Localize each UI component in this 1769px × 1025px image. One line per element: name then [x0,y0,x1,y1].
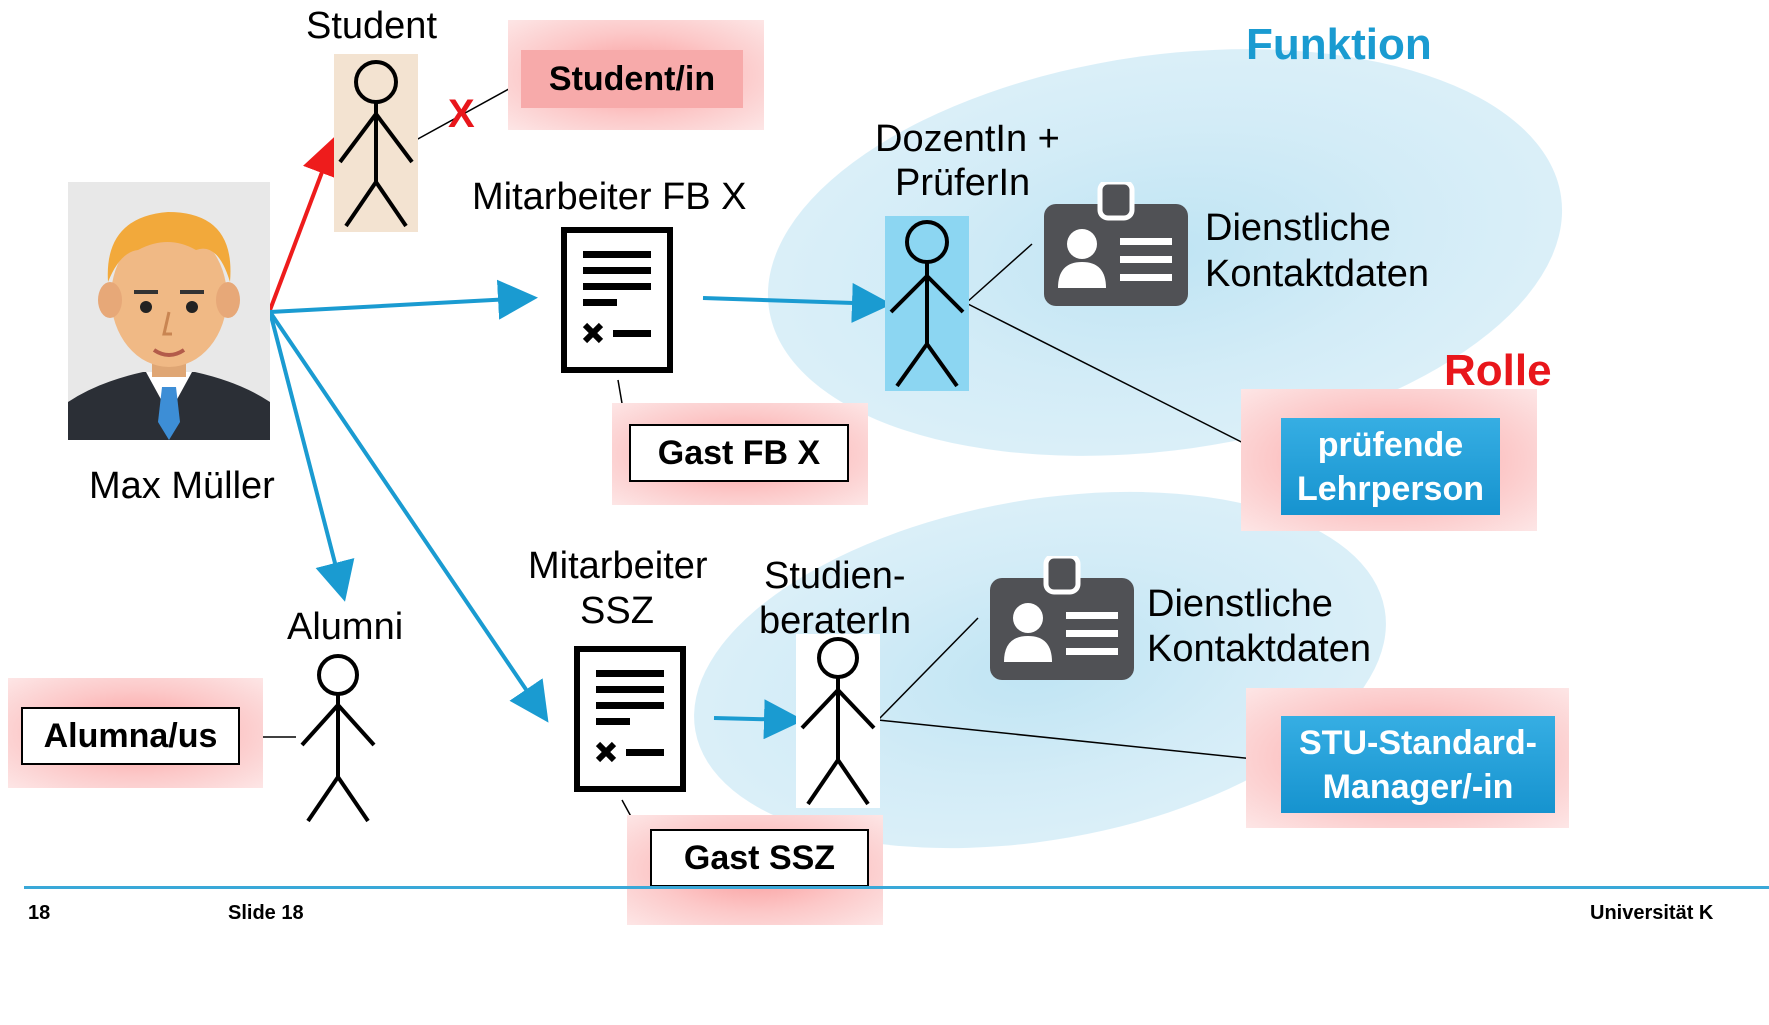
mitarbeiter-ssz-label-1: Mitarbeiter [528,545,708,587]
link-student-role [415,84,517,141]
arrow-to-dozent [702,282,892,323]
mitarbeiter-ssz-label-2: SSZ [580,590,654,632]
arrow-to-alumni [268,311,355,602]
footer-university: Universität K [1590,902,1714,924]
id-card-icon-2 [990,553,1134,685]
student-role: Student/in [521,50,743,108]
footer-slide: Slide 18 [228,902,304,924]
pruefende-role-line2: Lehrperson [1296,469,1485,508]
mitarbeiter-fb-label: Mitarbeiter FB X [472,176,747,218]
link-dozent-role [965,302,1284,464]
person-name: Max Müller [89,465,275,507]
stu-role: STU-Standard- Manager/-in [1281,716,1555,813]
footer-divider [24,886,1769,889]
kontakt-2-line1: Dienstliche [1147,583,1333,625]
footer-page-number: 18 [28,902,51,924]
stu-role-line2: Manager/-in [1322,767,1514,806]
kontakt-1-line1: Dienstliche [1205,207,1391,249]
link-berater-kontakt [877,617,979,721]
alumni-label: Alumni [287,606,404,648]
pruefende-role: prüfende Lehrperson [1281,418,1500,515]
document-icon-fb [561,227,673,378]
avatar [68,182,270,440]
stu-role-line1: STU-Standard- [1299,723,1537,762]
gast-ssz-role: Gast SSZ [650,829,869,887]
rolle-heading: Rolle [1444,346,1552,395]
funktion-heading: Funktion [1246,20,1432,69]
kontakt-2-line2: Kontaktdaten [1147,628,1371,670]
arrow-to-mitarbeiter-fb [269,279,538,320]
id-card-icon-1 [1044,179,1188,311]
gast-fb-role: Gast FB X [629,424,849,482]
document-icon-ssz [574,646,686,797]
arrow-to-berater [713,699,804,740]
berater-label-1: Studien- [764,555,906,597]
dozent-label-1: DozentIn + [875,118,1060,160]
dozent-label-2: PrüferIn [895,162,1031,204]
student-label: Student [306,5,437,47]
berater-figure [796,634,880,808]
dozent-figure [885,216,969,391]
alumna-role: Alumna/us [21,707,240,765]
link-berater-role [877,719,1284,763]
cross-mark: X [448,92,475,136]
arrow-to-mitarbeiter-ssz [268,310,549,723]
link-dozent-kontakt [965,243,1033,304]
student-figure [334,54,418,232]
alumni-figure [296,653,380,830]
pruefende-role-line1: prüfende [1317,425,1464,464]
kontakt-1-line2: Kontaktdaten [1205,253,1429,295]
arrow-to-student [268,135,341,311]
